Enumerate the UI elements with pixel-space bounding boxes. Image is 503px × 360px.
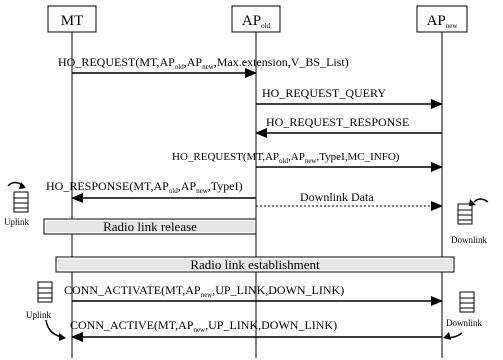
radio-link-establishment-bar: Radio link establishment <box>55 256 455 273</box>
downlink_data-part: Downlink Data <box>300 190 374 204</box>
ho_response-part: ,TypeI) <box>208 179 243 193</box>
uplink-buffer-icon-2 <box>37 281 66 341</box>
uplink-label-1: Uplink <box>4 217 30 227</box>
conn_active-part: ,UP_LINK,DOWN_LINK) <box>205 318 337 332</box>
downlink-data-label: Downlink Data <box>300 190 374 204</box>
ho_request-part: old <box>175 63 184 71</box>
downlink-buffer-icon <box>457 198 489 225</box>
conn_activate-part: new <box>201 291 214 299</box>
uplink-buffer-icon <box>7 181 29 213</box>
conn_active-part: CONN_ACTIVE(MT,AP <box>70 318 194 332</box>
ho_response-part: HO_RESPONSE(MT,AP <box>46 179 169 193</box>
ho-request-response-label: HO_REQUEST_RESPONSE <box>266 115 409 129</box>
ap-new-entity: APnew <box>416 5 468 33</box>
conn_activate-part: ,UP_LINK,DOWN_LINK) <box>212 283 344 297</box>
downlink-buffer-icon-2 <box>443 291 475 340</box>
downlink-label-1: Downlink <box>451 235 488 245</box>
ho_request-part: ,AP <box>184 55 203 69</box>
ho_request-part: HO_REQUEST(MT,AP <box>58 55 175 69</box>
ho-request-2-label: HO_REQUEST(MT,APold,APnew,TypeI,MC_INFO) <box>172 151 400 165</box>
mt-label: MT <box>61 13 84 29</box>
ho_response-part: ,AP <box>178 179 197 193</box>
ho-request-label: HO_REQUEST(MT,APold,APnew,Max.extension,… <box>58 55 349 71</box>
ho-request-query-label: HO_REQUEST_QUERY <box>262 86 386 100</box>
ho_request_response-part: HO_REQUEST_RESPONSE <box>266 115 409 129</box>
ho_request_2-part: ,AP <box>288 151 305 163</box>
conn-active-label: CONN_ACTIVE(MT,APnew,UP_LINK,DOWN_LINK) <box>70 318 337 334</box>
radio-link-release-label: Radio link release <box>103 219 197 234</box>
ap-new-label: APnew <box>427 13 459 30</box>
radio-link-release-bar: Radio link release <box>43 218 257 235</box>
ap-old-entity: APold <box>231 5 281 33</box>
ho-response-label: HO_RESPONSE(MT,APold,APnew,TypeI) <box>46 179 243 195</box>
ho_request_2-part: ,TypeI,MC_INFO) <box>316 151 399 163</box>
ho_response-part: old <box>169 187 178 195</box>
ho_response-part: new <box>196 187 209 195</box>
uplink-label-2: Uplink <box>26 310 52 320</box>
ap-old-label: APold <box>242 13 271 30</box>
ho_request-part: ,Max.extension,V_BS_List) <box>214 55 349 69</box>
mt-entity: MT <box>47 5 97 33</box>
conn_activate-part: CONN_ACTIVATE(MT,AP <box>64 283 201 297</box>
radio-link-establishment-label: Radio link establishment <box>190 257 320 272</box>
downlink-label-2: Downlink <box>446 318 483 328</box>
ho_request-part: new <box>202 63 215 71</box>
ho_request_query-part: HO_REQUEST_QUERY <box>262 86 386 100</box>
conn_active-part: new <box>193 326 206 334</box>
ho_request_2-part: new <box>305 157 318 165</box>
ho_request_2-part: HO_REQUEST(MT,AP <box>172 151 279 163</box>
ho_request_2-part: old <box>279 157 288 165</box>
conn-activate-label: CONN_ACTIVATE(MT,APnew,UP_LINK,DOWN_LINK… <box>64 283 344 299</box>
